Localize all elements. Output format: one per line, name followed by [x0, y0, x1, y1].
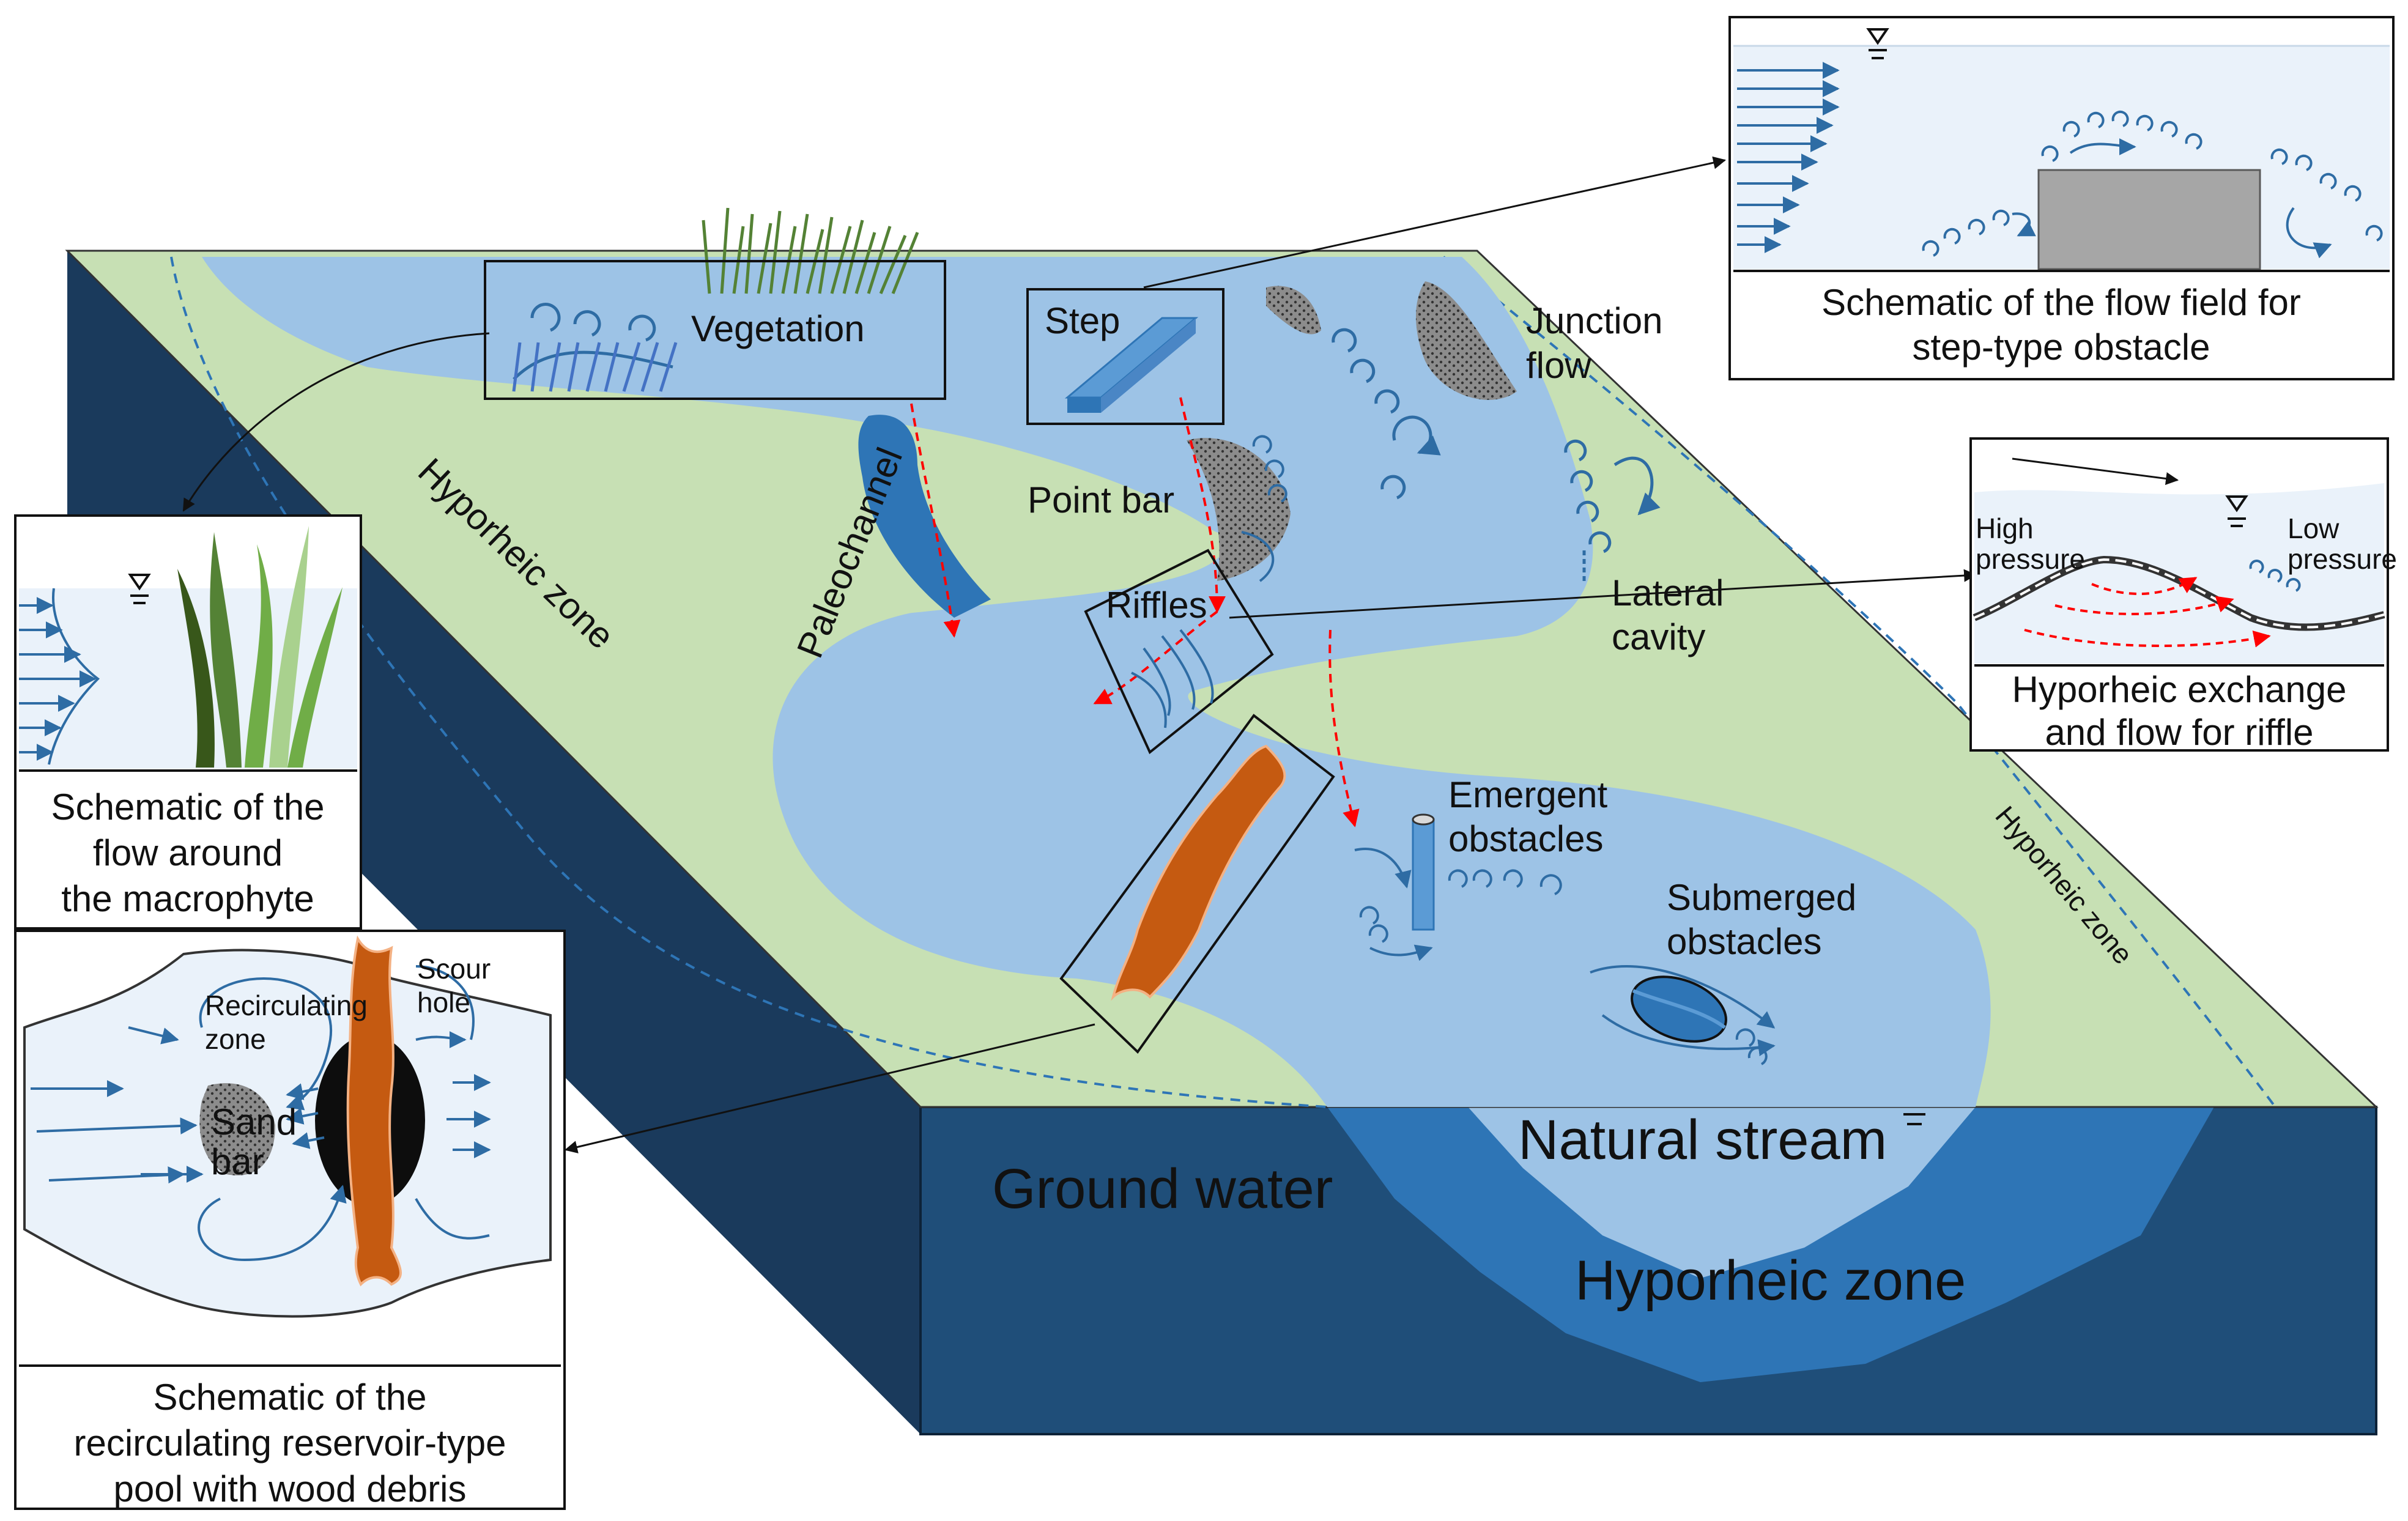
pool-recirc-2: zone: [205, 1023, 266, 1055]
label-ground-water: Ground water: [992, 1158, 1333, 1220]
submerged-flowlines: [1590, 965, 1776, 1065]
label-lateral-cavity-2: cavity: [1612, 616, 1705, 657]
label-step: Step: [1045, 300, 1120, 341]
step-eddies: [1922, 110, 2383, 259]
inset-macrophyte: Schematic of the flow around the macroph…: [14, 514, 362, 930]
hyporheic-boundary-right: [1442, 256, 2276, 1108]
pool-sand-1: Sand: [211, 1101, 297, 1142]
riffle-caption-1: Hyporheic exchange: [2012, 669, 2346, 710]
label-submerged-obstacles-1: Submerged: [1667, 877, 1856, 918]
pool-recirc-1: Recirculating: [205, 990, 368, 1021]
riffle-box: [1084, 549, 1274, 755]
vegetation-eddies: [513, 303, 673, 380]
riffle-exchange-arrows: [2024, 577, 2271, 648]
step-velocity-profile: [1737, 62, 1840, 253]
inset-pool: Recirculating zone Scour hole Sand bar S…: [14, 930, 566, 1510]
macrophyte-plant: [177, 526, 343, 768]
point-bar-sediment: [1187, 438, 1291, 581]
step-block: [1064, 317, 1199, 413]
point-bar-eddies: [1241, 435, 1287, 582]
wood-debris-box: [1059, 714, 1335, 1054]
emergent-eddies: [1354, 848, 1562, 961]
step-water-symbol: [1866, 28, 1889, 59]
macrophyte-caption-3: the macrophyte: [61, 878, 314, 919]
label-natural-stream: Natural stream: [1518, 1109, 1887, 1171]
riffle-low-1: Low: [2288, 513, 2339, 544]
junction-sediment-2: [1416, 281, 1517, 400]
pool-scour-1: Scour: [417, 953, 491, 985]
pool-sand-2: bar: [211, 1141, 264, 1182]
macrophyte-caption-2: flow around: [93, 832, 283, 873]
macrophyte-water-symbol: [128, 574, 151, 604]
junction-eddies: [1332, 328, 1441, 500]
inset-step: Schematic of the flow field for step-typ…: [1728, 16, 2395, 380]
inset-riffle: High pressure Low pressure Hyporheic exc…: [1969, 437, 2397, 753]
label-vegetation: Vegetation: [691, 308, 865, 349]
emergent-obstacle: [1412, 813, 1435, 931]
section-natural-stream: [1468, 1107, 1976, 1278]
paleochannel: [858, 415, 991, 618]
riffle-high-1: High: [1976, 513, 2034, 544]
pool-caption-1: Schematic of the: [154, 1377, 427, 1418]
step-caption-2: step-type obstacle: [1913, 327, 2210, 368]
step-box: [1026, 288, 1224, 425]
wood-debris-map: [1111, 744, 1286, 1001]
label-junction-flow-2: flow: [1526, 345, 1591, 386]
exchange-arrows-map: [910, 397, 1360, 827]
label-emergent-obstacles-2: obstacles: [1448, 818, 1603, 859]
pool-outline: [23, 949, 552, 1318]
submerged-obstacle: [1631, 975, 1727, 1043]
riffle-eddies-inset: [2249, 560, 2301, 592]
step-obstacle: [2037, 169, 2261, 270]
label-point-bar: Point bar: [1028, 479, 1174, 520]
riffle-low-2: pressure: [2288, 543, 2397, 575]
vegetation-submerged-grass: [512, 342, 678, 392]
sand-bar: [199, 1083, 275, 1175]
step-caption-1: Schematic of the flow field for: [1821, 282, 2301, 323]
wood-debris-inset: [346, 935, 402, 1287]
riffle-caption-2: and flow for riffle: [2045, 712, 2313, 753]
label-submerged-obstacles-2: obstacles: [1667, 921, 1821, 962]
macrophyte-caption-1: Schematic of the: [51, 786, 325, 827]
pool-caption-2: recirculating reservoir-type: [74, 1423, 506, 1464]
pool-flowlines: [31, 965, 491, 1262]
label-emergent-obstacles-1: Emergent: [1448, 774, 1607, 815]
river-water: [202, 257, 1991, 1107]
connectors: [182, 156, 1977, 1153]
label-junction-flow-1: Junction: [1526, 300, 1662, 341]
riffle-lines: [1131, 629, 1214, 728]
hyporheic-boundary-left: [170, 256, 1328, 1108]
junction-sediment-1: [1266, 286, 1321, 335]
label-hyporheic-zone-section: Hyporheic zone: [1575, 1249, 1966, 1312]
pool-scour-2: hole: [417, 986, 470, 1018]
riffle-water-symbol: [2225, 495, 2248, 527]
label-riffles: Riffles: [1106, 585, 1207, 626]
lateral-cavity-eddies: [1564, 439, 1661, 581]
riffle-high-2: pressure: [1976, 543, 2085, 575]
pool-caption-3: pool with wood debris: [113, 1468, 466, 1509]
vegetation-box: [484, 260, 946, 400]
